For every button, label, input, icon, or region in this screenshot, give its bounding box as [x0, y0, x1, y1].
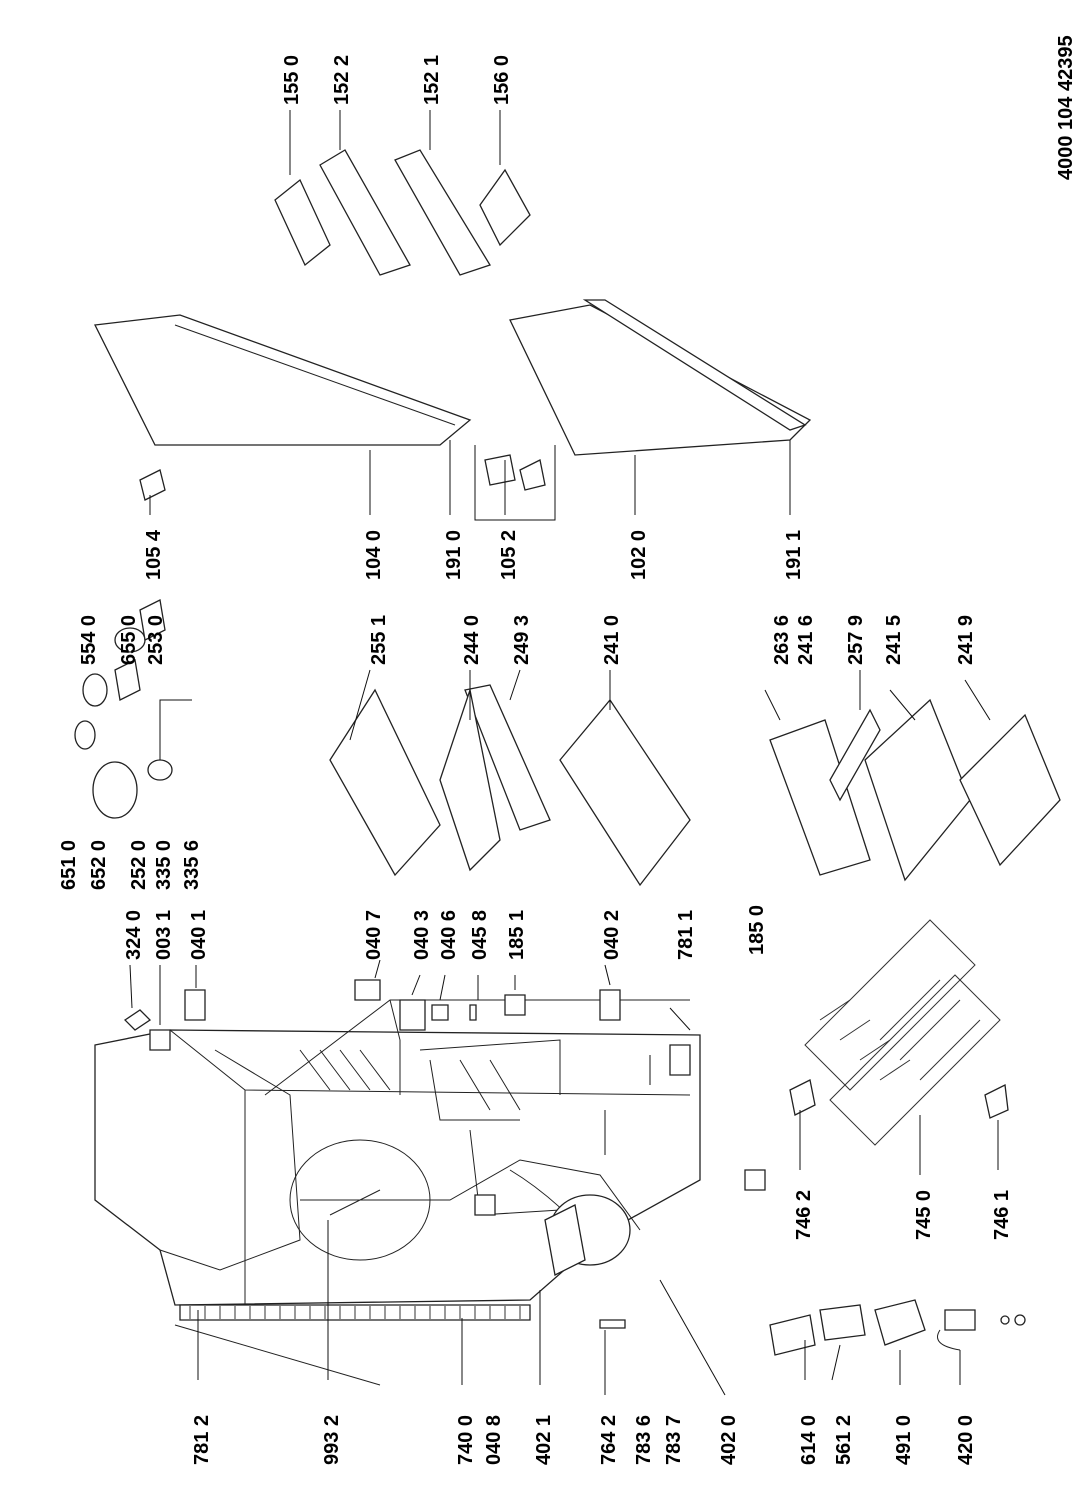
hinge-parts-drawing	[123, 979, 766, 1216]
part-label: 241 5	[883, 615, 905, 665]
part-label: 105 4	[143, 529, 165, 580]
wire-shelves-drawing	[789, 919, 1009, 1146]
part-label: 241 6	[795, 615, 817, 665]
part-label: 152 1	[421, 55, 443, 105]
compressor-drawing	[544, 1194, 631, 1276]
part-label: 040 8	[483, 1415, 505, 1465]
part-label: 746 1	[991, 1190, 1013, 1240]
part-label: 244 0	[461, 615, 483, 665]
part-label: 764 2	[598, 1415, 620, 1465]
part-label: 040 3	[411, 910, 433, 960]
part-label: 783 7	[663, 1415, 685, 1465]
part-label: 781 1	[675, 910, 697, 960]
cabinet-drawing	[94, 999, 701, 1386]
part-label: 102 0	[628, 530, 650, 580]
part-number-labels: 4000 104 42395 781 2 993 2 740 0 040 8 4…	[58, 35, 1077, 1465]
part-label: 335 6	[181, 840, 203, 890]
part-label: 152 2	[331, 55, 353, 105]
part-label: 740 0	[455, 1415, 477, 1465]
part-label: 185 1	[506, 910, 528, 960]
part-label: 335 0	[153, 840, 175, 890]
part-label: 651 0	[58, 840, 80, 890]
part-label: 040 1	[188, 910, 210, 960]
part-label: 783 6	[633, 1415, 655, 1465]
part-label: 554 0	[78, 615, 100, 665]
part-label: 040 2	[601, 910, 623, 960]
part-label: 420 0	[955, 1415, 977, 1465]
control-panel-drawing	[74, 599, 173, 819]
part-label: 105 2	[498, 530, 520, 580]
part-label: 191 1	[783, 530, 805, 580]
leader-lines	[129, 110, 999, 1396]
part-label: 652 0	[88, 840, 110, 890]
part-label: 402 1	[533, 1415, 555, 1465]
part-label: 745 0	[913, 1190, 935, 1240]
door-bins-drawing	[274, 149, 531, 276]
part-label: 257 9	[845, 615, 867, 665]
part-label: 253 0	[145, 615, 167, 665]
part-label: 003 1	[153, 910, 175, 960]
part-label: 241 9	[955, 615, 977, 665]
part-label: 491 0	[893, 1415, 915, 1465]
part-label: 040 6	[438, 910, 460, 960]
part-label: 993 2	[321, 1415, 343, 1465]
part-label: 155 0	[281, 55, 303, 105]
part-label: 104 0	[363, 530, 385, 580]
part-label: 241 0	[601, 615, 623, 665]
part-label: 781 2	[191, 1415, 213, 1465]
part-label: 561 2	[833, 1415, 855, 1465]
part-label: 040 7	[363, 910, 385, 960]
part-label: 614 0	[798, 1415, 820, 1465]
diagram-artwork	[74, 110, 1061, 1396]
part-label: 746 2	[793, 1190, 815, 1240]
part-label: 252 0	[128, 840, 150, 890]
part-label: 255 1	[368, 615, 390, 665]
part-label: 156 0	[491, 55, 513, 105]
electrical-parts-drawing	[769, 1299, 1026, 1356]
shelves-and-drawers-drawing	[329, 684, 1061, 887]
part-label: 045 8	[469, 910, 491, 960]
cabinet-shelf-rails	[299, 1049, 521, 1111]
document-number: 4000 104 42395	[1055, 35, 1077, 180]
part-label: 324 0	[123, 910, 145, 960]
part-label: 655 0	[118, 615, 140, 665]
doors-drawing	[94, 299, 812, 501]
condenser-drawing	[179, 1304, 531, 1321]
part-label: 402 0	[718, 1415, 740, 1465]
part-label: 249 3	[511, 615, 533, 665]
part-label: 263 6	[771, 615, 793, 665]
part-label: 191 0	[443, 530, 465, 580]
part-label: 185 0	[746, 905, 768, 955]
